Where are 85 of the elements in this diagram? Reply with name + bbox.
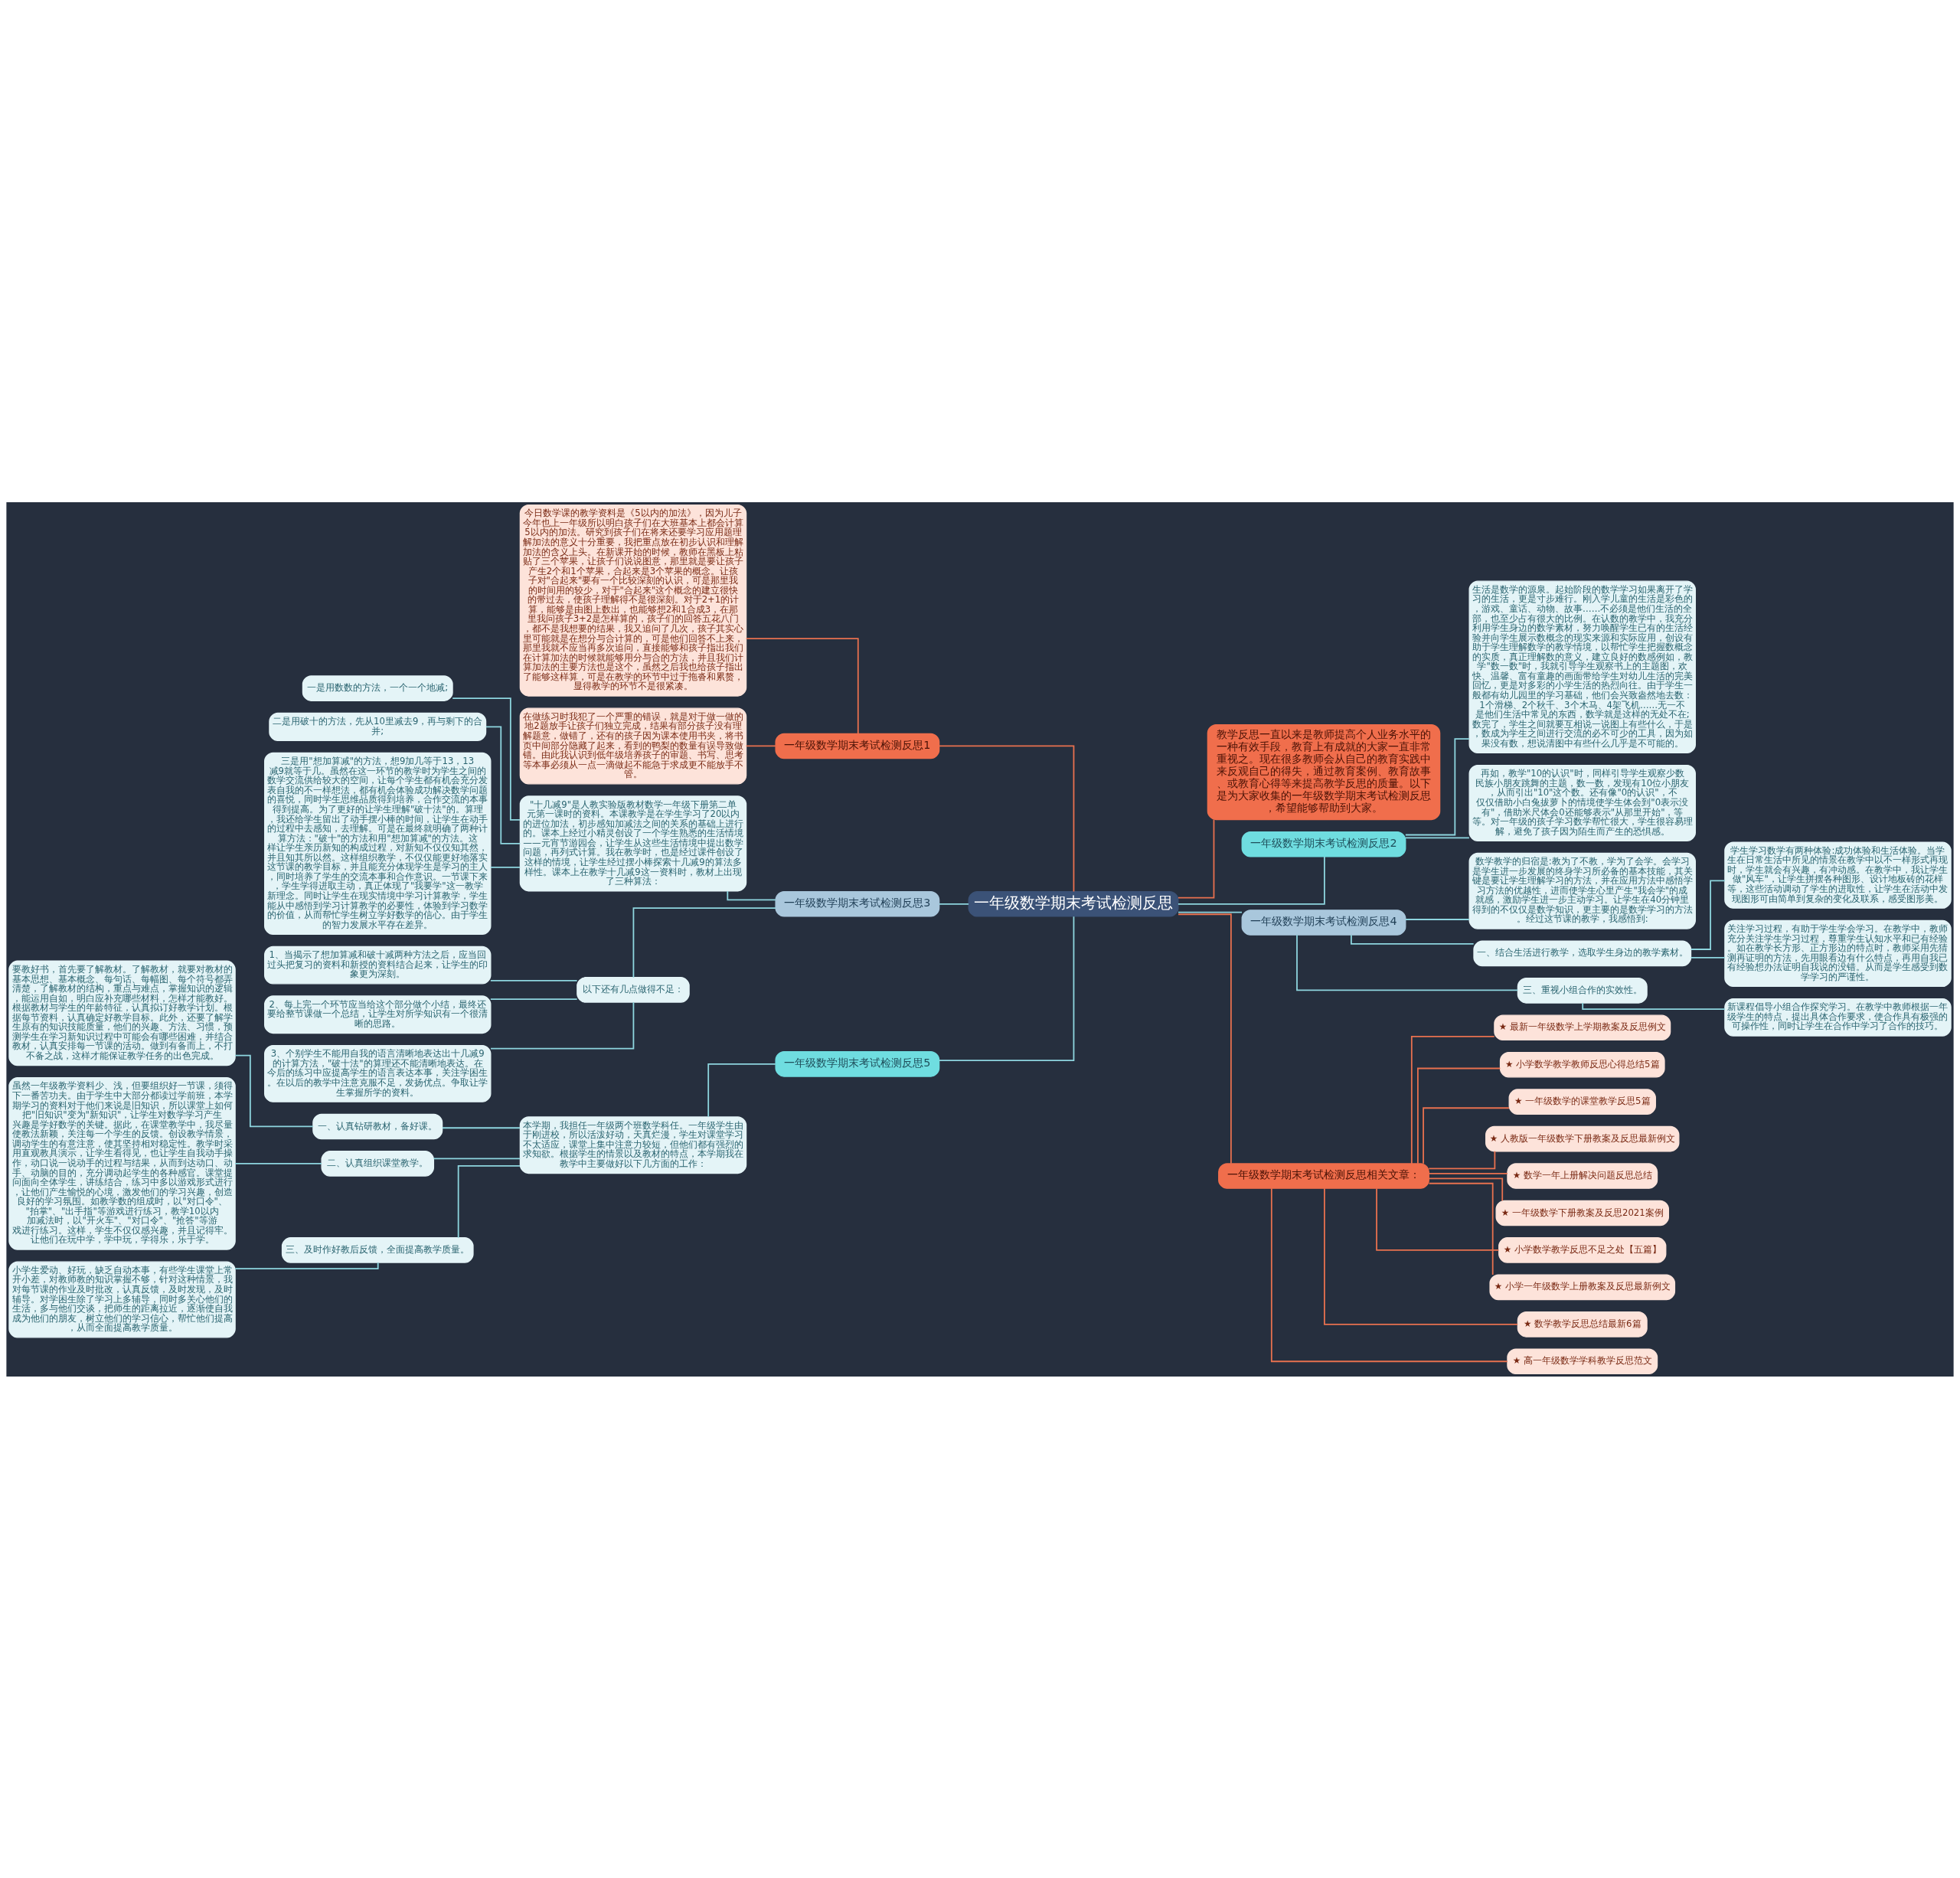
connector xyxy=(490,1001,635,1050)
node-box: 新课程倡导小组合作探究学习。在教学中教师根据一年级学生的特点，提出具体合作要求，使合作具有极强的可操作性，同时让学生在合作中学习了合作的技巧。 xyxy=(1724,998,1952,1037)
node-box: 一年级数学期末考试检测反思 xyxy=(968,890,1179,917)
node-box: ★ 小学数学教学教师反思心得总结5篇 xyxy=(1499,1051,1665,1078)
node-box: "十几减9"是人教实验版教材数学一年级下册第二单元第一课时的资料。本课教学是在学生学习了20以内的进位加法，初步感知加减法之间的关系的基础上进行的。课本上经过小精灵创设了一个学生熟悉的生活情境——元宵节游园会，让学生从这些生活情境中提出数学问题，再列式计算。我在教学时，也是经过课件创设了这样的情境，让学生经过摆小棒探索十几减9的算法多样性。课本上在教学十几减9这一资料时，教材上出现了三种算法： xyxy=(519,795,747,891)
connector xyxy=(1270,1187,1508,1362)
node-box: ★ 一年级数学的课堂教学反思5篇 xyxy=(1508,1088,1656,1115)
connector xyxy=(1296,933,1519,991)
connector xyxy=(1690,956,1726,959)
node-box: 二是用破十的方法，先从10里减去9，再与剩下的合并; xyxy=(269,712,487,741)
node-box: ★ 小学数学教学反思不足之处【五篇】 xyxy=(1498,1236,1667,1263)
connector xyxy=(1404,918,1470,920)
node-box: 学生学习数学有两种体验:成功体验和生活体验。当学生在日常生活中所见的情景在教学中以不一样形式再现时，学生就会有兴趣，有冲动感。在教学中，我让学生做"风车"，让学生拼摆各种图形、设计地板砖的花样等，这些活动调动了学生的进取性，让学生在活动中发现图形可由简单到复杂的变化及联系，感受图形美。 xyxy=(1724,841,1952,909)
node-box: 小学生爱动、好玩，缺乏自动本事，有些学生课堂上常开小差，对教师教的知识掌握不够，针对这种情景，我对每节课的作业及时批改，认真反馈，及时发现，及时辅导。对学困生除了学习上多辅导，同时多关心他们的生活，多与他们交谈，把师生的距离拉近，逐渐使自我成为他们的朋友，树立他们的学习信心，帮忙他们提高，从而全面提高教学质量。 xyxy=(8,1261,236,1338)
connector xyxy=(707,1063,776,1118)
connector xyxy=(938,745,1075,892)
node-box: 本学期，我担任一年级两个班数学科任。一年级学生由于刚进校，所以活泼好动，天真烂漫，学生对课堂学习不太适应，课堂上集中注意力较短，但他们都有强烈的求知欲。根据学生的情景以及教材的特点，本学期我在教学中主要做好以下几方面的工作： xyxy=(519,1115,747,1174)
connector xyxy=(457,1164,521,1239)
node-box: 一年级数学期末考试检测反思相关文章： xyxy=(1218,1162,1429,1189)
connector xyxy=(489,866,521,868)
node-box: 一、认真钻研教材，备好课。 xyxy=(312,1113,443,1139)
connector xyxy=(1690,879,1726,950)
connector xyxy=(433,1157,521,1159)
node-box: 今日数学课的教学资料是《5以内的加法》，因为儿子今年也上一年级所以明白孩子们在大班基本上都会计算5以内的加法。研究到孩子们在将来还要学习应用题理解加法的意义十分重要，我把重点放在初步认识和理解加法的含义上头。在新课开始的时候，教师在黑板上粘贴了三个苹果，让孩子们说说图意，那里就是要让孩子产生2个和1个苹果，合起来是3个苹果的概念。让孩子对"合起来"要有一个比较深刻的认识，可是那里我的时间用的较少，对于"合起来"这个概念的建立很快的带过去，使孩子理解得不是很深刻。对于2+1的计算，能够是由图上数出，也能够想2和1合成3，在那里我问孩子3+2是怎样算的，孩子们的回答五花八门，都不是我想要的结果，我又追问了几次，孩子其实心里可能就是在想分与合计算的，可是他们回答不上来，那里我就不应当再多次追问，直接能够和孩子指出我们在计算加法的时候就能够用分与合的方法，并且我们计算加法的主要方法也是这个，虽然之后我也给孩子指出了能够这样算，可是在教学的环节中过于拖沓和累赘，显得教学的环节不是很紧凑。 xyxy=(519,504,747,697)
connector xyxy=(489,979,578,981)
connector xyxy=(1178,911,1243,913)
node-box: 再如，教学"10的认识"时，同样引导学生观察少数民族小朋友跳舞的主题，数一数，发现有10位小朋友，从而引出"10"这个数。还有像"0的认识"，不仅仅借助小白兔拔萝卜的情境使学生体会到"0表示没有"，借助米尺体会0还能够表示"从那里开始"，等等。对一年级的孩子学习数学帮忙很大，学生很容易理解，避免了孩子因为陌生而产生的恐惧感。 xyxy=(1468,764,1696,841)
connector xyxy=(1582,1001,1726,1010)
connector xyxy=(234,1054,314,1127)
node-box: 一年级数学期末考试检测反思5 xyxy=(775,1050,940,1077)
connector xyxy=(1428,1150,1496,1169)
connector xyxy=(1423,1106,1510,1164)
connector xyxy=(1351,933,1475,945)
connector xyxy=(1404,737,1470,835)
node-box: 三、重视小组合作的实效性。 xyxy=(1517,977,1648,1004)
node-box: 三、及时作好教后反馈，全面提高教学质量。 xyxy=(281,1236,474,1263)
node-box: 数学教学的归宿是:教为了不教，学为了会学。会学习是学生进一步发展的终身学习所必备的基本技能，其关键是要让学生理解学习的方法，并在应用方法中感悟学习方法的优越性，进而使学生心里产生"我会学"的成就感，激励学生进一步主动学习。让学生在40分钟里得到的不仅仅是数学知识，更主要的是数学学习的方法。经过这节课的教学，我感悟到: xyxy=(1468,852,1696,929)
node-box: ★ 最新一年级数学上学期教案及反思例文 xyxy=(1494,1014,1671,1040)
connector xyxy=(1324,1187,1519,1325)
connector xyxy=(1178,855,1325,905)
connector xyxy=(452,697,521,821)
node-box: 虽然一年级教学资料少、浅，但要组织好一节课，须得下一番苦功夫。由于学生中大部分都读过学前班，本学期学习的资料对于他们来说是旧知识，所以课堂上如何把"旧知识"变为"新知识"，让学生对数学学习产生兴趣是学好数学的关键。据此，在课堂教学中，我尽量使教法新颖，关注每一个学生的反馈。创设教学情景，调动学生的有意注意，使其坚持相对稳定性。教学时采用直观教具演示，让学生看得见，也让学生自我动手操作，动口说一说动手的过程与结果，从而到达动口、动手、动脑的目的，充分调动起学生的各种感官。课堂提问面向全体学生，讲练结合，练习中多以游戏形式进行，让他们产生愉悦的心境，激发他们的学习兴趣，创造良好的学习氛围。如教学数的组成时，以"对口令"、"拍掌"、"出手指"等游戏进行练习，教学10以内加减法时，以"开火车"、"对口令"、"抢答"等游戏进行练习。这样，学生不仅仅感兴趣，并且记得牢。让他们在玩中学，学中玩，学得乐，乐于学。 xyxy=(8,1076,236,1250)
connector xyxy=(1376,1187,1500,1251)
node-box: 要教好书，首先要了解教材。了解教材，就要对教材的基本思想、基本概念、每句话、每幅图、每个符号都弄清楚，了解教材的结构，重点与难点，掌握知识的逻辑，能运用自如，明白应补充哪些材料，怎样才能教好。根据教材与学生的年龄特征，认真拟订好教学计划。根据每节资料，认真确定好教学目标。此外，还要了解学生原有的知识技能质量，他们的兴趣、方法、习惯，预测学生在学习新知识过程中可能会有哪些困难，并结合教材，认真安排每一节课的活动。做到有备而上，不打不备之战，这样才能保证教学任务的出色完成。 xyxy=(8,960,236,1066)
connector xyxy=(632,906,776,978)
node-box: 关注学习过程，有助于学生学会学习。在教学中，教师充分关注学生学习过程，尊重学生认知水平和已有经验。如在教学长方形、正方形边的特点时，教师采用先猜测再证明的方法，先用眼看边有什么特点，再用自我已有经验想办法证明自我说的没错。从而是学生感受到数学学习的严谨性。 xyxy=(1724,919,1952,987)
connector xyxy=(1428,1177,1504,1201)
connector xyxy=(727,890,776,900)
node-box: ★ 一年级数学下册教案及反思2021案例 xyxy=(1495,1200,1669,1226)
node-box: 在做练习时我犯了一个严重的错误，就是对于做一做的地2题放手让孩子们独立完成，结果有部分孩子没有理解题意，做错了，还有的孩子因为课本使用书夹，将书页中间部分隐藏了起来，看到的鸭梨的数量有误导致做错。由此我认识到低年级培养孩子的审题、书写、思考等本事必须从一点一滴做起不能急于求成更不能放手不管。 xyxy=(519,707,747,784)
node-box: 一年级数学期末考试检测反思4 xyxy=(1241,909,1406,936)
connector xyxy=(442,1126,521,1128)
connector xyxy=(234,1261,379,1269)
node-box: 1、当揭示了想加算减和破十减两种方法之后，应当回过头把复习的资料和新授的资料结合起来，让学生的印象更为深刻。 xyxy=(264,946,492,985)
node-box: 生活是数学的源泉。起始阶段的数学学习如果离开了学习的生活，更是寸步难行。刚入学儿童的生活是彩色的，游戏、童话、动物、故事……不必须是他们生活的全部，也至少占有很大的比例。在认数的教学中，我充分利用学生身边的数学素材，努力唤醒学生已有的生活经验并向学生展示数概念的现实来源和实际应用，创设有助于学生理解数学的教学情境，以帮忙学生把握数概念的实质，真正理解数的意义，建立良好的数感例如，教学"数一数"时，我就引导学生观察书上的主题图，欢快、温馨、富有童趣的画面带给学生对幼儿生活的完美回忆，更是对多彩的小学生活的热烈向往。由于学生一般都有幼儿园里的学习基础，他们会兴致盎然地去数：1个滑梯、2个秋千、3个木马、4架飞机……无一不是他们生活中常见的东西，数学就是这样的无处不在;数完了，学生之间就要互相说一说图上有些什么，于是，数成为学生之间进行交流的必不可少的工具，因为如果没有数，想说清图中有些什么几乎是不可能的。 xyxy=(1468,580,1696,753)
node-box: ★ 数学教学反思总结最新6篇 xyxy=(1517,1311,1648,1337)
node-box: 二、认真组织课堂教学。 xyxy=(321,1150,435,1177)
node-box: ★ 数学一年上册解决问题反思总结 xyxy=(1507,1162,1658,1189)
node-box: 2、每上完一个环节应当给这个部分做个小结，最终还要给整节课做一个总结，让学生对所学知识有一个很清晰的思路。 xyxy=(264,995,492,1034)
connector xyxy=(489,998,578,1000)
connector xyxy=(1410,1035,1495,1164)
connector xyxy=(745,637,859,734)
node-box: 3、个别学生不能用自我的语言清晰地表达出十几减9的计算方法，"破十法"的算理还不能清晰地表达。在今后的练习中应提高学生的语言表达本事，关注学困生。在以后的教学中注意克服不足，发扬优点。争取让学生掌握所学的资料。 xyxy=(264,1044,492,1102)
node-box: 一年级数学期末考试检测反思3 xyxy=(775,890,940,917)
node-box: 一年级数学期末考试检测反思2 xyxy=(1241,831,1406,857)
connector xyxy=(234,1162,322,1164)
node-box: ★ 人教版一年级数学下册教案及反思最新例文 xyxy=(1485,1125,1680,1151)
connector xyxy=(938,915,1075,1061)
connector xyxy=(745,745,776,746)
node-box: 教学反思一直以来是教师提高个人业务水平的一种有效手段，教育上有成就的大家一直非常重视之。现在很多教师会从自己的教育实践中来反观自己的得失，通过教育案例、教育故事、或教育心得等来提高教学反思的质量。以下是为大家收集的一年级数学期末考试检测反思，希望能够帮助到大家。 xyxy=(1207,723,1441,820)
node-box: ★ 高一年级数学学科教学反思范文 xyxy=(1507,1347,1658,1374)
connector xyxy=(1178,913,1232,1164)
connector xyxy=(1178,818,1215,899)
node-box: 一年级数学期末考试检测反思1 xyxy=(775,733,940,759)
connector xyxy=(1404,837,1470,838)
node-box: 以下还有几点做得不足： xyxy=(577,976,690,1003)
node-box: 三是用"想加算减"的方法，想9加几等于13，13减9就等于几。虽然在这一环节的教学时为学生之间的数学交流供给较大的空间，让每个学生都有机会充分发表自我的不一样想法，都有机会体验成功解决数学问题的喜悦，同时学生思维品质得到培养，合作交流的本事得到提高。为了更好的让学生理解"破十法"的。算理，我还给学生留出了动手摆小棒的时间，让学生在动手的过程中去感知，去理解。可是在最终就明确了两种计算方法："破十"的方法和用"想加算减"的方法。这样让学生亲历新知的构成过程，对新知不仅仅知其然，并且知其所以然。这样组织教学，不仅仅能更好地落实这节课的教学目标，并且能充分体现学生是学习的主人，同时培养了学生的交流本事和合作意识。一节课下来，学生学得进取主动，真正体现了"我要学"这一教学新理念。同时让学生在现实情境中学习计算教学，学生能从中感悟到学习计算教学的必要性，体验到学习数学的价值，从而帮忙学生树立学好数学的信心。由于学生的智力发展水平存在差异。 xyxy=(264,752,492,935)
connector xyxy=(1417,1067,1501,1164)
connector xyxy=(1428,1182,1494,1275)
connector xyxy=(485,725,521,844)
connector xyxy=(1428,1172,1508,1174)
connector xyxy=(939,903,969,905)
node-box: 一、结合生活进行教学，选取学生身边的教学素材。 xyxy=(1473,940,1692,966)
node-box: 一是用数数的方法，一个一个地减; xyxy=(302,674,453,701)
node-box: ★ 小学一年级数学上册教案及反思最新例文 xyxy=(1489,1274,1676,1300)
